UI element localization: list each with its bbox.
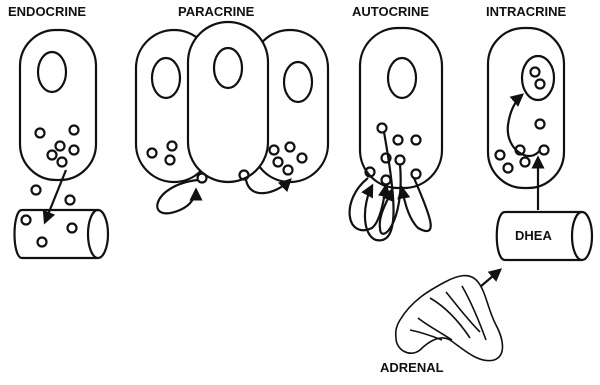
label-dhea: DHEA bbox=[515, 228, 552, 243]
intracrine-cell bbox=[488, 28, 564, 188]
endocrine-cell bbox=[20, 30, 96, 180]
paracrine-arrow-left bbox=[157, 180, 198, 213]
paracrine-cell-center bbox=[188, 22, 268, 183]
blood-vessel bbox=[15, 210, 109, 258]
adrenal-gland bbox=[396, 276, 503, 361]
